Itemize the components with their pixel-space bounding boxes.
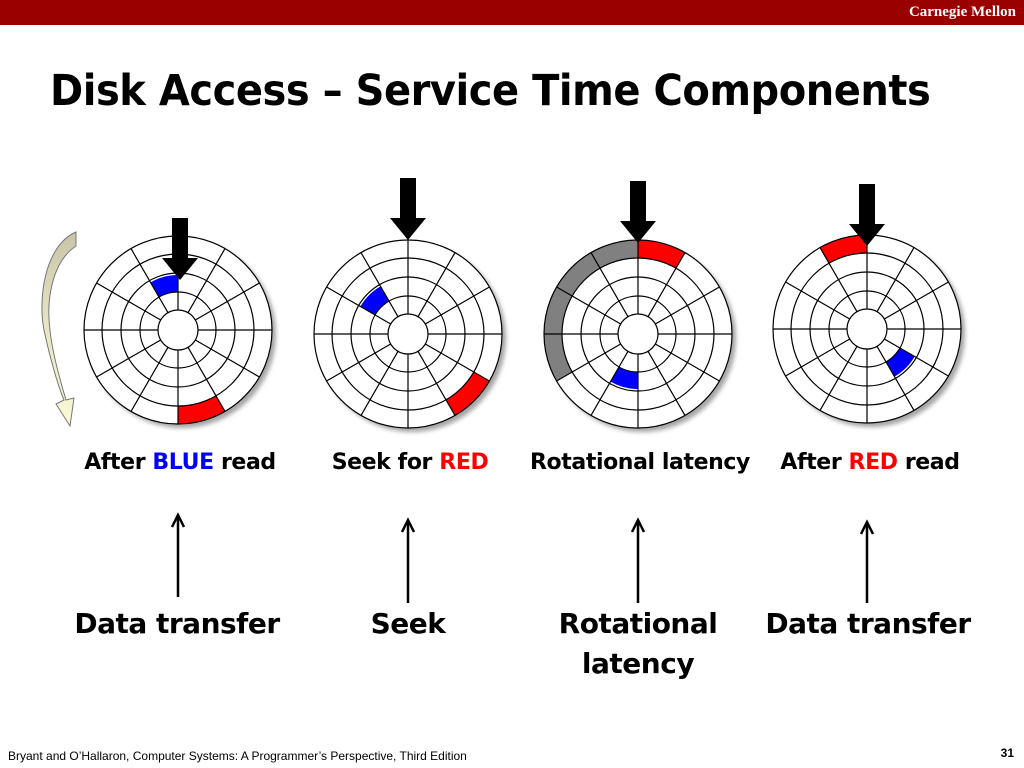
platter-1 <box>83 235 273 425</box>
track-circle <box>599 295 677 373</box>
disk-head-arrow-icon <box>390 178 426 240</box>
caption-text: read <box>897 450 960 475</box>
disk-head-arrow-icon <box>620 181 656 243</box>
track-circle <box>580 276 696 392</box>
component-text: Seek <box>370 607 446 640</box>
track-circle <box>369 295 447 373</box>
platter-2 <box>313 239 503 429</box>
red-sector <box>446 372 490 416</box>
up-arrowhead-icon <box>859 519 875 535</box>
caption-highlight: BLUE <box>152 450 214 475</box>
track-circle <box>790 252 944 406</box>
track-circle <box>331 257 485 411</box>
platter-3 <box>543 239 733 429</box>
component-label-1: Data transfer <box>74 604 280 644</box>
blue-sector <box>360 286 389 315</box>
footer-citation: Bryant and O’Hallaron, Computer Systems:… <box>8 749 467 763</box>
stage-caption-3: Rotational latency <box>530 450 750 475</box>
brand-label: Carnegie Mellon <box>908 4 1016 20</box>
track-circle <box>350 276 466 392</box>
track-circle <box>139 291 217 369</box>
up-arrowhead-icon <box>170 512 186 528</box>
track-circle <box>561 257 715 411</box>
caption-highlight: RED <box>848 450 898 475</box>
up-arrowhead-icon <box>630 517 646 533</box>
component-text: Data transfer <box>765 607 971 640</box>
header-bar: Carnegie Mellon <box>0 0 1024 25</box>
component-label-3: Rotational latency <box>559 604 718 684</box>
caption-text: Seek for <box>331 450 440 475</box>
caption-text: After <box>84 450 153 475</box>
rotation-latency-arc <box>544 240 638 381</box>
track-circle <box>846 308 888 350</box>
track-circle <box>387 313 429 355</box>
component-label-2: Seek <box>371 604 446 644</box>
component-text: Rotational <box>558 607 718 640</box>
caption-text: Rotational latency <box>530 450 750 475</box>
component-text: Data transfer <box>74 607 280 640</box>
track-circle <box>617 313 659 355</box>
stage-caption-2: Seek for RED <box>332 450 489 475</box>
disk-head-arrow-icon <box>849 184 885 246</box>
blue-sector <box>150 275 178 298</box>
up-arrowhead-icon <box>400 517 416 533</box>
component-text: latency <box>581 647 695 680</box>
caption-text: read <box>213 450 276 475</box>
platter-4 <box>772 234 962 424</box>
rotation-arrow-icon <box>41 231 77 428</box>
disk-head-arrow-icon <box>162 218 198 280</box>
blue-sector <box>886 348 915 377</box>
track-circle <box>828 290 906 368</box>
track-circle <box>809 271 925 387</box>
stage-caption-1: After BLUE read <box>84 450 276 475</box>
stage-caption-4: After RED read <box>780 450 960 475</box>
caption-text: After <box>780 450 849 475</box>
track-circle <box>157 309 199 351</box>
component-label-4: Data transfer <box>765 604 971 644</box>
blue-sector <box>610 366 638 389</box>
slide-title: Disk Access – Service Time Components <box>50 66 931 116</box>
caption-highlight: RED <box>439 450 489 475</box>
page-number: 31 <box>1000 746 1014 760</box>
